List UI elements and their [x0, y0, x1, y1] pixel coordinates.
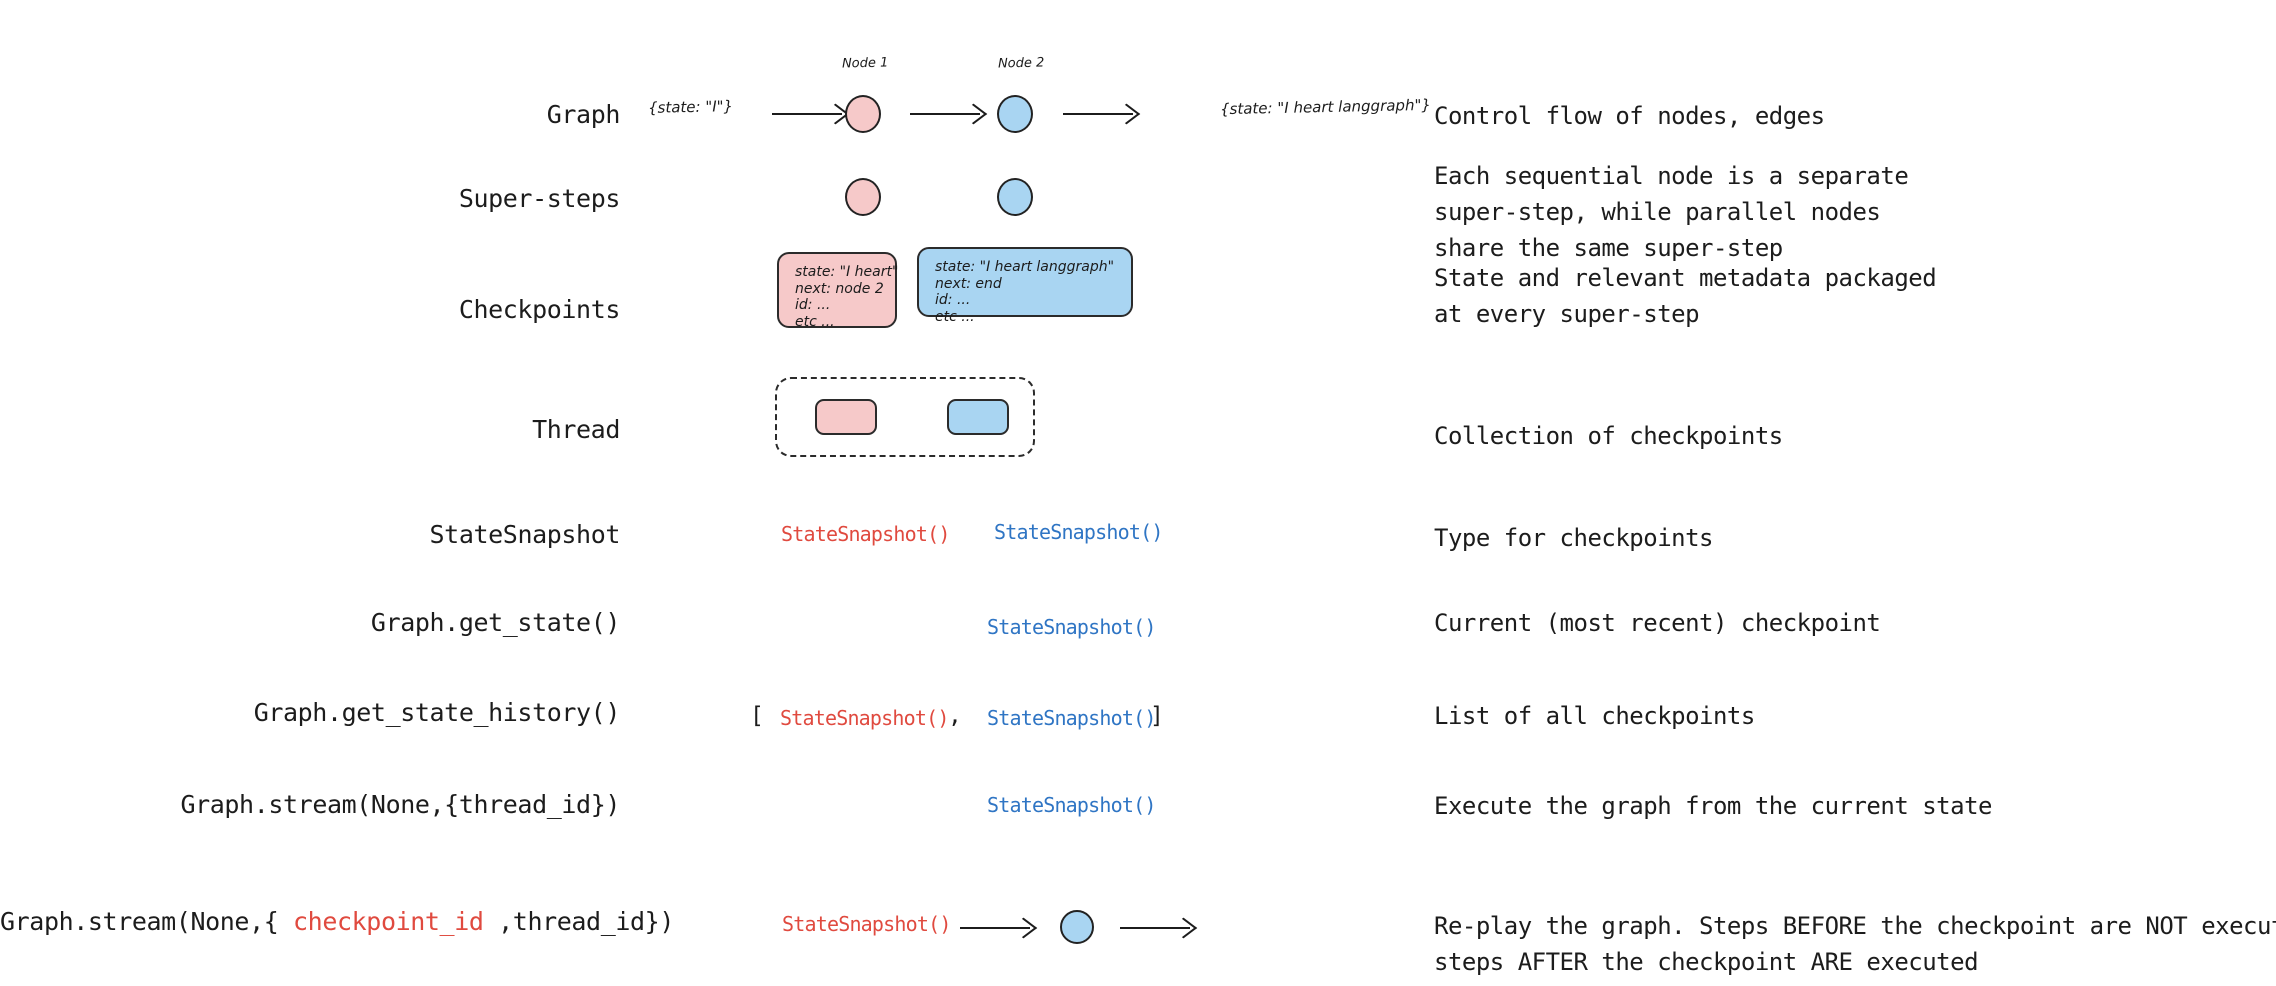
- row-description-stream-checkpoint: Re-play the graph. Steps BEFORE the chec…: [1434, 912, 2276, 976]
- row-checkpoints: Checkpoints state: "I heart" next: node …: [0, 210, 2276, 360]
- stream-checkpoint-highlight: checkpoint_id: [293, 907, 484, 936]
- row-description-statesnapshot: Type for checkpoints: [1434, 524, 1713, 552]
- thread-diagram: [620, 360, 1434, 490]
- replay-snapshot-red: StateSnapshot(): [782, 912, 951, 936]
- history-snapshot-blue: StateSnapshot(): [987, 706, 1156, 730]
- super-steps-diagram: [620, 120, 1434, 216]
- node-2-circle: [997, 95, 1033, 133]
- checkpoint-blue-line-1: next: end: [935, 275, 1002, 292]
- replay-arrow-1: [960, 927, 1030, 929]
- row-get-state: Graph.get_state() StateSnapshot() Curren…: [0, 580, 2276, 670]
- edge-arrow-3: [1063, 113, 1133, 115]
- history-snapshot-red: StateSnapshot(): [780, 706, 949, 730]
- row-label-get-state: Graph.get_state(): [370, 608, 620, 637]
- thread-checkpoint-blue: [947, 399, 1009, 435]
- stream-checkpoint-suffix: ,thread_id}): [483, 907, 674, 936]
- input-state-annotation: {state: "I"}: [647, 97, 734, 117]
- row-graph: Graph {state: "I"} Node 1 Node 2 {state:…: [0, 0, 2276, 133]
- row-description-get-state-history: List of all checkpoints: [1434, 702, 1755, 730]
- row-description-thread: Collection of checkpoints: [1434, 422, 1783, 450]
- edge-arrow-1: [772, 113, 842, 115]
- thread-container: [775, 377, 1035, 457]
- row-statesnapshot: StateSnapshot StateSnapshot() StateSnaps…: [0, 490, 2276, 580]
- row-stream-thread: Graph.stream(None,{thread_id}) StateSnap…: [0, 760, 2276, 860]
- edge-arrow-2: [910, 113, 980, 115]
- stream-thread-snapshot-blue: StateSnapshot(): [987, 793, 1156, 817]
- history-separator: ,: [948, 703, 962, 729]
- checkpoint-card-pink: state: "I heart" next: node 2 id: ... et…: [777, 252, 899, 330]
- row-label-graph: Graph: [546, 100, 621, 129]
- replay-node-circle: [1060, 910, 1094, 944]
- stream-checkpoint-prefix: Graph.stream(None,{: [0, 907, 294, 936]
- row-thread: Thread Collection of checkpoints: [0, 360, 2276, 490]
- graph-diagram: {state: "I"} Node 1 Node 2 {state: "I he…: [620, 0, 1434, 133]
- get-state-history-diagram: [ StateSnapshot() , StateSnapshot() ]: [620, 670, 1434, 760]
- checkpoint-card-blue: state: "I heart langgraph" next: end id:…: [917, 247, 1133, 325]
- statesnapshot-blue: StateSnapshot(): [994, 520, 1163, 544]
- super-step-node-1-circle: [845, 178, 881, 216]
- stream-thread-diagram: StateSnapshot(): [620, 760, 1434, 860]
- history-close-bracket: ]: [1150, 703, 1164, 729]
- node-2-label: Node 2: [997, 55, 1045, 72]
- row-get-state-history: Graph.get_state_history() [ StateSnapsho…: [0, 670, 2276, 760]
- checkpoint-pink-line-1: next: node 2: [795, 280, 884, 297]
- output-state-annotation: {state: "I heart langgraph"}: [1219, 95, 1432, 119]
- replay-arrow-2: [1120, 927, 1190, 929]
- row-description-stream-thread: Execute the graph from the current state: [1434, 792, 1992, 820]
- history-open-bracket: [: [750, 703, 764, 729]
- thread-checkpoint-pink: [815, 399, 877, 435]
- get-state-diagram: StateSnapshot(): [620, 580, 1434, 670]
- row-label-checkpoints: Checkpoints: [458, 295, 621, 324]
- row-label-stream-checkpoint: Graph.stream(None,{ checkpoint_id ,threa…: [0, 907, 674, 936]
- checkpoint-blue-line-3: etc ...: [935, 308, 975, 325]
- super-step-node-2-circle: [997, 178, 1033, 216]
- row-label-get-state-history: Graph.get_state_history(): [253, 698, 621, 727]
- stream-checkpoint-diagram: StateSnapshot(): [620, 860, 1434, 986]
- checkpoint-pink-line-3: etc ...: [795, 313, 835, 330]
- row-description-checkpoints: State and relevant metadata packaged at …: [1434, 264, 1937, 328]
- checkpoint-blue-line-0: state: "I heart langgraph": [935, 259, 1115, 275]
- checkpoint-blue-line-2: id: ...: [935, 292, 971, 308]
- row-label-thread: Thread: [532, 415, 620, 444]
- get-state-snapshot-blue: StateSnapshot(): [987, 615, 1156, 639]
- row-label-statesnapshot: StateSnapshot: [429, 520, 621, 549]
- checkpoint-pink-line-0: state: "I heart": [795, 264, 899, 280]
- checkpoint-pink-line-2: id: ...: [795, 297, 831, 313]
- row-description-get-state: Current (most recent) checkpoint: [1434, 609, 1881, 637]
- node-1-circle: [845, 95, 881, 133]
- statesnapshot-diagram: StateSnapshot() StateSnapshot(): [620, 490, 1434, 580]
- row-label-stream-thread: Graph.stream(None,{thread_id}): [180, 790, 620, 819]
- statesnapshot-red: StateSnapshot(): [781, 522, 950, 546]
- row-label-super-steps: Super-steps: [458, 184, 621, 213]
- row-super-steps: Super-steps Each sequential node is a se…: [0, 120, 2276, 262]
- node-1-label: Node 1: [841, 55, 889, 72]
- row-stream-checkpoint: Graph.stream(None,{ checkpoint_id ,threa…: [0, 860, 2276, 986]
- row-description-super-steps: Each sequential node is a separate super…: [1434, 162, 1909, 262]
- checkpoints-diagram: state: "I heart" next: node 2 id: ... et…: [620, 210, 1434, 360]
- row-description-graph: Control flow of nodes, edges: [1434, 102, 1825, 130]
